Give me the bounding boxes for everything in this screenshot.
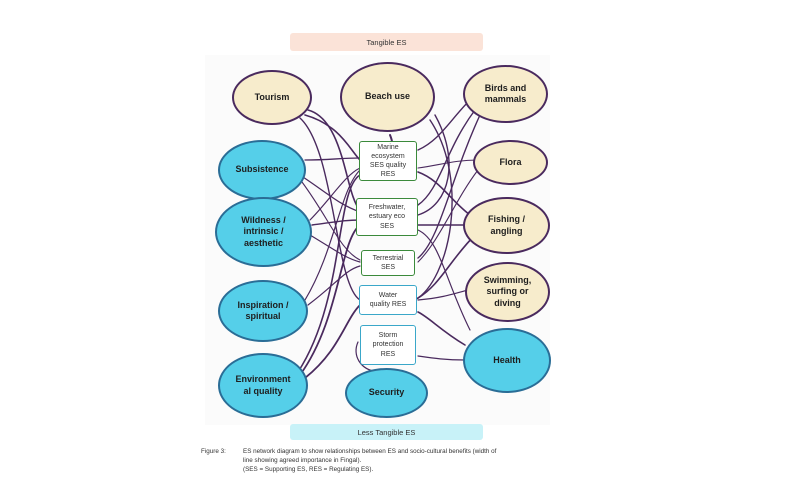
node-health: Health — [463, 328, 551, 393]
node-tourism-label: Tourism — [254, 91, 290, 102]
link-env-water — [304, 304, 361, 379]
link-wildness-marine — [309, 167, 361, 221]
node-flora-label: Flora — [499, 156, 522, 167]
link-subsistence-marine — [304, 157, 361, 161]
node-birds-mammals: Birds and mammals — [463, 65, 548, 123]
node-flora: Flora — [473, 140, 548, 185]
link-inspiration-marine — [304, 169, 361, 301]
box-storm-protection: Storm protection RES — [360, 325, 416, 365]
figure-caption: Figure 3: ES network diagram to show rel… — [201, 447, 601, 474]
node-fishing: Fishing / angling — [463, 197, 550, 254]
node-environmental-quality-label: Environment al quality — [235, 374, 291, 396]
link-wildness-terrestrial — [309, 234, 361, 263]
link-fishing-marine — [417, 171, 471, 216]
box-storm-protection-label: Storm protection RES — [372, 332, 404, 358]
figure-caption-line2: line showing agreed importance in Fingal… — [243, 457, 362, 465]
node-subsistence-label: Subsistence — [235, 164, 289, 175]
figure-caption-line1: ES network diagram to show relationships… — [243, 448, 497, 455]
node-tourism: Tourism — [232, 70, 312, 125]
link-tourism-marine — [304, 114, 361, 161]
node-security: Security — [345, 368, 428, 418]
node-wildness: Wildness / intrinsic / aesthetic — [215, 197, 312, 267]
link-env-marine — [297, 174, 361, 373]
node-security-label: Security — [368, 387, 405, 398]
box-terrestrial-label: Terrestrial SES — [372, 254, 404, 271]
figure-caption-label: Figure 3: — [201, 448, 226, 455]
node-wildness-label: Wildness / intrinsic / aesthetic — [241, 215, 286, 248]
link-env-freshwater — [299, 224, 361, 376]
link-subsistence-freshwater — [299, 174, 361, 213]
link-health-water — [417, 311, 466, 346]
link-health-storm — [417, 355, 466, 361]
link-flora-marine — [417, 159, 479, 169]
node-beach-use-label: Beach use — [364, 91, 411, 102]
link-swimming-water — [417, 289, 469, 301]
node-birds-mammals-label: Birds and mammals — [484, 82, 527, 104]
box-water-quality: Water quality RES — [359, 285, 417, 315]
less-tangible-es-banner: Less Tangible ES — [290, 424, 483, 440]
link-health-freshwater — [417, 229, 471, 331]
link-birds-marine — [417, 99, 471, 151]
node-inspiration: Inspiration / spiritual — [218, 280, 308, 342]
box-freshwater-estuary-label: Freshwater, estuary eco SES — [368, 204, 406, 230]
node-health-label: Health — [493, 354, 521, 365]
link-flora-terrestrial — [417, 169, 479, 263]
node-fishing-label: Fishing / angling — [488, 214, 525, 236]
node-beach-use: Beach use — [340, 62, 435, 132]
box-marine-ecosystem: Marine ecosystem SES quality RES — [359, 141, 417, 181]
node-environmental-quality: Environment al quality — [218, 353, 308, 418]
node-swimming-label: Swimming, surfing or diving — [483, 275, 532, 308]
box-freshwater-estuary: Freshwater, estuary eco SES — [356, 198, 418, 236]
node-swimming: Swimming, surfing or diving — [465, 262, 550, 322]
link-birds-freshwater — [417, 109, 476, 206]
figure-caption-line3: (SES = Supporting ES, RES = Regulating E… — [243, 466, 374, 474]
tangible-es-banner: Tangible ES — [290, 33, 483, 51]
box-water-quality-label: Water quality RES — [369, 291, 407, 308]
link-beach-freshwater — [417, 114, 450, 216]
box-terrestrial: Terrestrial SES — [361, 250, 415, 276]
node-inspiration-label: Inspiration / spiritual — [237, 299, 289, 321]
link-tourism-water — [299, 117, 361, 301]
node-subsistence: Subsistence — [218, 140, 306, 200]
box-marine-ecosystem-label: Marine ecosystem SES quality RES — [369, 143, 407, 179]
link-birds-terrestrial — [417, 114, 481, 259]
